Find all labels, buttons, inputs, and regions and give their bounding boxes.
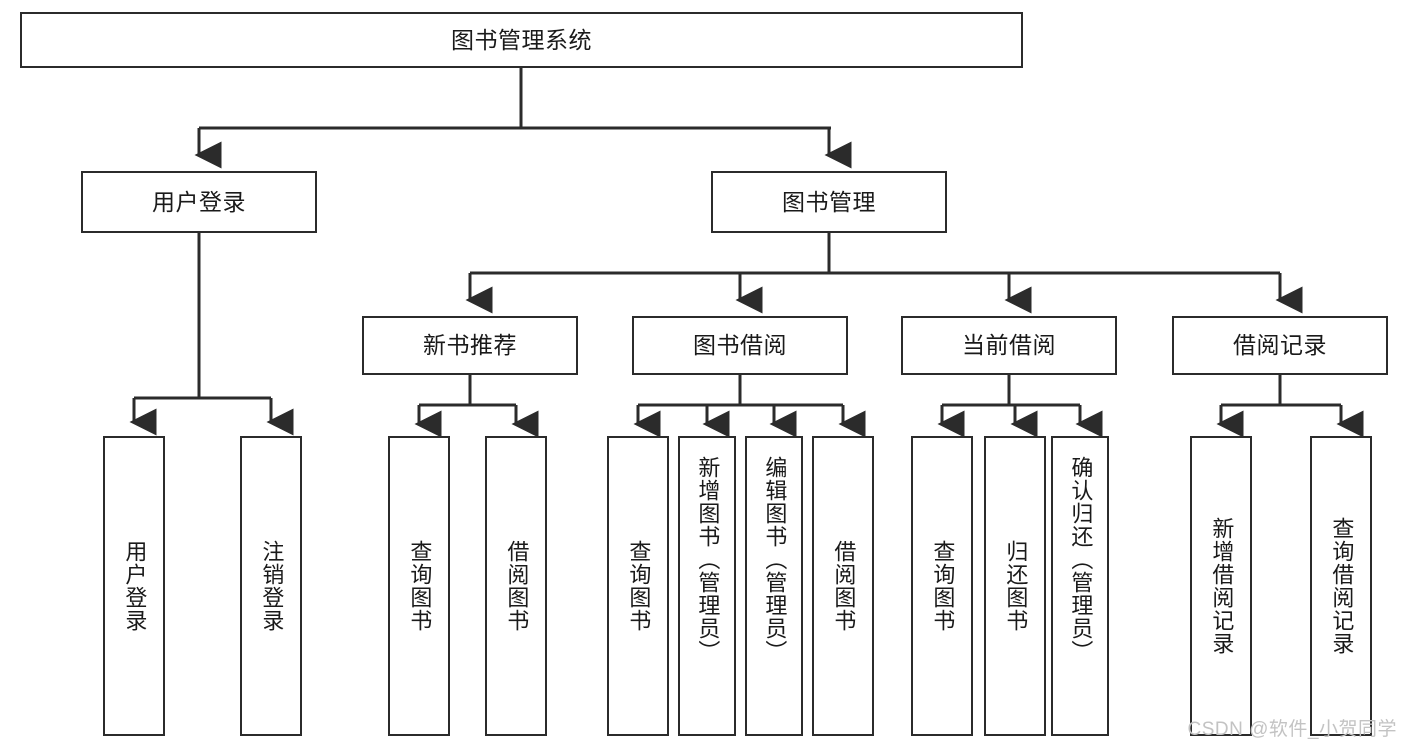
node-borrow-record[interactable]: 借阅记录 bbox=[1172, 316, 1388, 375]
node-borrow-record-label: 借阅记录 bbox=[1233, 332, 1327, 359]
node-leaf-query-book-rec[interactable]: 查询图书 bbox=[388, 436, 450, 736]
node-leaf-add-borrow-record[interactable]: 新增借阅记录 bbox=[1190, 436, 1252, 736]
node-leaf-query-book-rec-label: 查询图书 bbox=[407, 540, 433, 632]
node-book-borrow[interactable]: 图书借阅 bbox=[632, 316, 848, 375]
node-leaf-borrow-book-rec[interactable]: 借阅图书 bbox=[485, 436, 547, 736]
node-root[interactable]: 图书管理系统 bbox=[20, 12, 1023, 68]
node-leaf-borrow-book-label: 借阅图书 bbox=[831, 540, 857, 632]
node-book-manage[interactable]: 图书管理 bbox=[711, 171, 947, 233]
node-leaf-add-borrow-record-label: 新增借阅记录 bbox=[1209, 517, 1235, 655]
node-leaf-query-borrow-record-label: 查询借阅记录 bbox=[1329, 517, 1355, 655]
node-leaf-query-book-cur[interactable]: 查询图书 bbox=[911, 436, 973, 736]
node-new-book-rec-label: 新书推荐 bbox=[423, 332, 517, 359]
node-leaf-query-book-cur-label: 查询图书 bbox=[930, 540, 956, 632]
node-leaf-edit-book-admin-label: 编辑图书（管理员） bbox=[762, 456, 788, 663]
node-leaf-add-book-admin-label: 新增图书（管理员） bbox=[695, 456, 721, 663]
node-current-borrow[interactable]: 当前借阅 bbox=[901, 316, 1117, 375]
node-leaf-query-book-borrow[interactable]: 查询图书 bbox=[607, 436, 669, 736]
node-leaf-user-login[interactable]: 用户登录 bbox=[103, 436, 165, 736]
node-leaf-borrow-book[interactable]: 借阅图书 bbox=[812, 436, 874, 736]
node-new-book-rec[interactable]: 新书推荐 bbox=[362, 316, 578, 375]
node-user-login[interactable]: 用户登录 bbox=[81, 171, 317, 233]
node-leaf-user-logout-label: 注销登录 bbox=[259, 540, 285, 632]
node-leaf-user-logout[interactable]: 注销登录 bbox=[240, 436, 302, 736]
node-leaf-add-book-admin[interactable]: 新增图书（管理员） bbox=[678, 436, 736, 736]
node-leaf-query-borrow-record[interactable]: 查询借阅记录 bbox=[1310, 436, 1372, 736]
node-leaf-return-book[interactable]: 归还图书 bbox=[984, 436, 1046, 736]
node-root-label: 图书管理系统 bbox=[451, 26, 592, 53]
node-leaf-user-login-label: 用户登录 bbox=[122, 540, 148, 632]
node-leaf-query-book-borrow-label: 查询图书 bbox=[626, 540, 652, 632]
node-user-login-label: 用户登录 bbox=[152, 188, 246, 215]
node-book-borrow-label: 图书借阅 bbox=[693, 332, 787, 359]
node-leaf-confirm-return-admin[interactable]: 确认归还（管理员） bbox=[1051, 436, 1109, 736]
csdn-watermark: CSDN @软件_小贺同学 bbox=[1187, 719, 1397, 740]
node-leaf-edit-book-admin[interactable]: 编辑图书（管理员） bbox=[745, 436, 803, 736]
node-leaf-return-book-label: 归还图书 bbox=[1003, 540, 1029, 632]
node-leaf-confirm-return-admin-label: 确认归还（管理员） bbox=[1068, 456, 1094, 663]
node-book-manage-label: 图书管理 bbox=[782, 188, 876, 215]
node-current-borrow-label: 当前借阅 bbox=[962, 332, 1056, 359]
node-leaf-borrow-book-rec-label: 借阅图书 bbox=[504, 540, 530, 632]
